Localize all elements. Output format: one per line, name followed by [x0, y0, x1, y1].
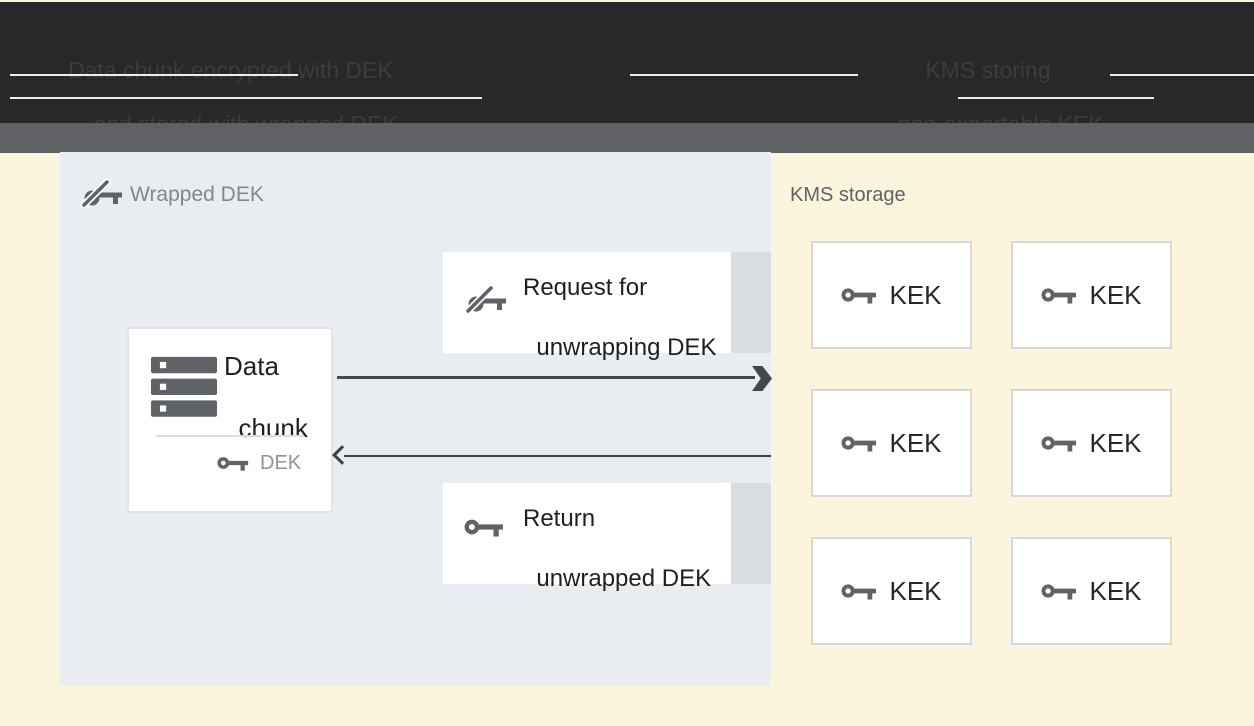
data-chunk-title-line: chunk	[238, 413, 308, 443]
request-arrow-line	[337, 376, 755, 379]
return-unwrapped-label: Return unwrapped DEK	[523, 504, 711, 594]
return-unwrapped-box-tab	[731, 483, 771, 584]
kek-label: KEK	[889, 575, 942, 606]
wrapped-key-icon	[80, 177, 124, 209]
dek-label: DEK	[260, 452, 302, 474]
request-unwrap-box-tab	[731, 252, 771, 353]
kek-label: KEK	[889, 279, 942, 310]
render-artifact-line	[10, 97, 482, 99]
kek-label: KEK	[1089, 575, 1142, 606]
request-unwrap-label: Request for unwrapping DEK	[523, 273, 716, 363]
header-band: Data chunk encrypted with DEK and stored…	[0, 2, 1254, 137]
key-icon	[1041, 434, 1077, 452]
key-icon	[1041, 582, 1077, 600]
key-icon	[841, 582, 877, 600]
return-arrow-line	[344, 455, 771, 457]
caption-line: KMS storing	[925, 57, 1051, 83]
caption-line: Data chunk encrypted with DEK	[68, 57, 393, 83]
render-artifact-line	[958, 97, 1154, 99]
request-unwrap-line: Request for	[523, 274, 648, 301]
data-chunk-title: Data chunk	[224, 351, 308, 444]
kek-box: KEK	[1011, 537, 1172, 645]
kms-storage-region-label: KMS storage	[790, 184, 906, 206]
kek-box: KEK	[1011, 241, 1172, 349]
kek-box: KEK	[811, 389, 972, 497]
divider	[156, 435, 304, 437]
kek-label: KEK	[889, 427, 942, 458]
key-icon	[464, 517, 504, 537]
kek-box: KEK	[1011, 389, 1172, 497]
data-chunk-title-line: Data	[224, 351, 279, 381]
key-icon	[1041, 286, 1077, 304]
kek-box: KEK	[811, 537, 972, 645]
wrapped-key-icon	[464, 283, 508, 315]
return-unwrapped-box	[443, 483, 731, 584]
request-unwrap-line: unwrapping DEK	[536, 334, 717, 361]
subheader-band	[0, 123, 1254, 153]
key-icon	[217, 455, 249, 471]
render-artifact-line	[630, 74, 858, 76]
kek-label: KEK	[1089, 427, 1142, 458]
render-artifact-line	[10, 74, 298, 76]
return-unwrapped-line: Return	[523, 505, 596, 532]
key-icon	[841, 286, 877, 304]
kek-label: KEK	[1089, 279, 1142, 310]
return-unwrapped-line: unwrapped DEK	[536, 565, 712, 592]
kek-box: KEK	[811, 241, 972, 349]
request-arrow-head	[752, 366, 772, 391]
data-chunk-icon	[151, 356, 217, 418]
render-artifact-line	[1110, 74, 1254, 76]
key-icon	[841, 434, 877, 452]
wrapped-dek-region-label: Wrapped DEK	[130, 183, 264, 206]
